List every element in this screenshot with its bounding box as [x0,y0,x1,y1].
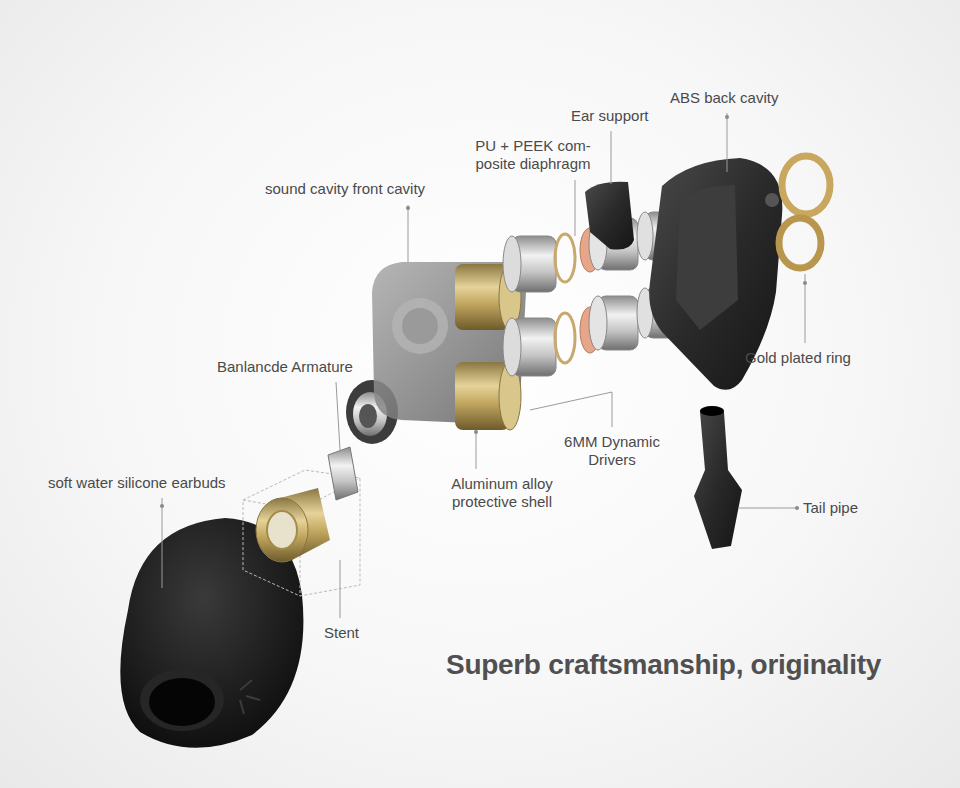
back-cavity-pin [765,193,779,207]
tail-pipe-opening [700,406,724,416]
ear-support [585,182,634,250]
part-label: Gold plated ring [745,349,851,367]
leader-dot [725,115,729,119]
stent-face [256,498,308,562]
leader-line [575,180,576,236]
earbud-rim [140,669,224,731]
tail-pipe [694,406,742,549]
magnet-face [589,296,607,350]
earbud-hole [149,678,215,726]
gold-ring [779,218,821,268]
leader-dot [474,430,478,434]
part-label: Banlancde Armature [217,358,353,376]
leader-line [738,508,797,509]
leader-dots [160,115,807,510]
part-label: PU + PEEK com- posite diaphragm [466,137,600,173]
leader-line [408,205,409,262]
part-label: Stent [324,624,359,642]
leader-line [612,392,613,427]
leader-dot [803,281,807,285]
driver-face [503,236,521,292]
back-cavity-recess [676,185,738,330]
part-label: Tail pipe [803,499,858,517]
leader-line [336,382,340,450]
part-label: soft water silicone earbuds [48,474,226,492]
diaphragm-ring [555,313,575,363]
diaphragm-ring [555,234,575,282]
back-face [637,212,653,260]
armature-plate [328,447,358,500]
leader-line [340,560,341,618]
front-cavity-port-inner [402,308,438,344]
leader-line [530,392,612,410]
caption: Superb craftsmanship, originality [446,648,881,682]
part-label: ABS back cavity [670,89,778,107]
leader-line [162,498,163,588]
leader-line [611,131,612,184]
leader-dot [795,506,799,510]
leader-line [476,430,477,469]
gold-rings [779,156,830,268]
leader-line [727,113,728,172]
leader-lines [162,113,805,618]
leader-dot [160,504,164,508]
earbud-logo [240,680,260,714]
front-cavity-port [392,298,448,354]
leader-dot [406,206,410,210]
gold-ring [782,156,830,214]
part-label: sound cavity front cavity [265,180,425,198]
driver-face [503,318,521,376]
part-label: Ear support [571,107,649,125]
part-label: 6MM Dynamic Drivers [552,433,672,469]
stent-hole [267,511,297,549]
tail-pipe-body [694,408,742,550]
armature-core [359,404,377,428]
part-label: Aluminum alloy protective shell [439,475,565,511]
